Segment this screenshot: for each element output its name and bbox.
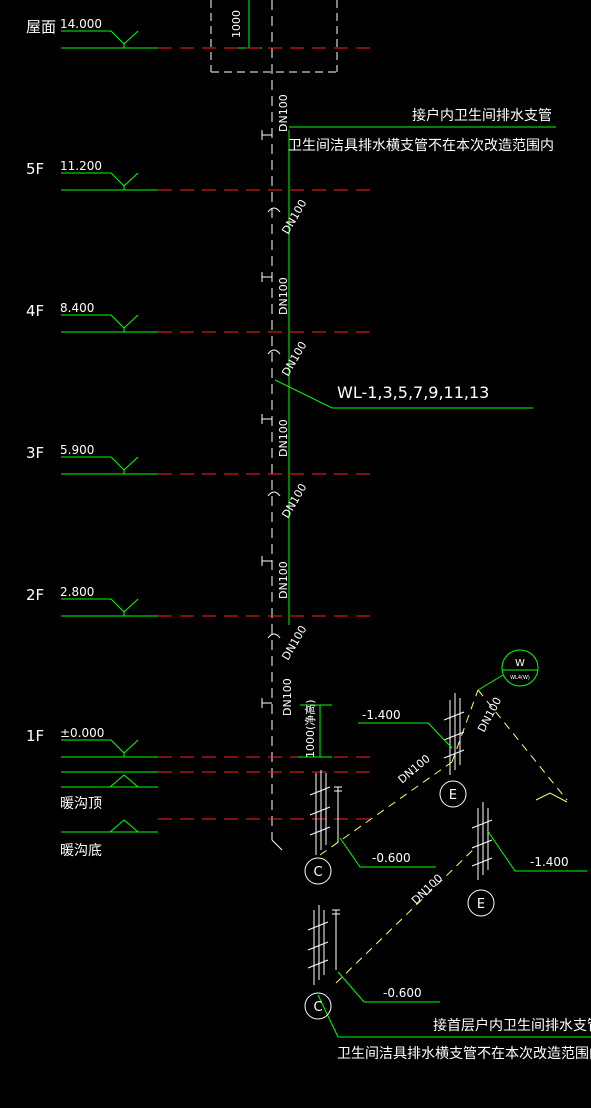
floor-name: 5F	[26, 160, 44, 178]
floor-elevation: 2.800	[60, 585, 94, 599]
floor-name: 2F	[26, 586, 44, 604]
riser-label-leader	[274, 379, 533, 409]
pipe-size-label: DN100	[279, 339, 309, 378]
w-circle-bottom: WL4(W)	[510, 675, 530, 681]
floor-level: 1F ±0.000	[26, 726, 372, 758]
c-circle-lower: C	[304, 992, 332, 1020]
pipe-size-labels: DN100 DN100 DN100 DN100 DN100 DN100 DN10…	[277, 94, 309, 716]
floor-name: 1F	[26, 727, 44, 745]
trench-top-label: 暖沟顶	[60, 796, 102, 812]
pipe-size-label: DN100	[277, 419, 290, 457]
pipe-size-label: DN100	[277, 277, 290, 315]
pipe-size-label: DN100	[279, 481, 309, 520]
svg-text:E: E	[477, 897, 485, 912]
floor-name: 3F	[26, 444, 44, 462]
note-bottom-line2: 卫生间洁具排水横支管不在本次改造范围内	[337, 1045, 591, 1062]
pipe-size-label: DN100	[281, 678, 294, 716]
floor-level: 3F 5.900	[26, 443, 372, 475]
svg-text:E: E	[449, 788, 457, 803]
ground-dimension	[298, 704, 332, 758]
floor-level: 2F 2.800	[26, 585, 372, 617]
pipe-size-label: DN100	[279, 623, 309, 662]
note-bottom-line1: 接首层户内卫生间排水支管	[433, 1017, 591, 1034]
floor-elevation: 11.200	[60, 159, 102, 173]
floor-elevation: ±0.000	[60, 726, 104, 740]
svg-text:C: C	[313, 1000, 322, 1015]
floor-elevation: 8.400	[60, 301, 94, 315]
floor-level: 5F 11.200	[26, 159, 372, 191]
w-index-circle: W WL4(W)	[477, 649, 539, 691]
floor-levels: 屋面 14.000 5F 11.200 4F 8.400 3F 5.900 2F 2.800 1F ±…	[26, 17, 372, 773]
note-top-line1: 接户内卫生间排水支管	[412, 107, 552, 124]
elev-e-right: -1.400	[530, 855, 569, 869]
riser-bottom-tick	[271, 839, 283, 851]
elevation-leaders	[317, 722, 591, 1038]
cleanout-tick	[535, 792, 568, 803]
diag-pipe-label: DN100	[396, 752, 433, 786]
w-circle-top: W	[515, 658, 525, 669]
svg-text:C: C	[313, 865, 322, 880]
pipe-bundles	[307, 693, 493, 985]
riser-label: WL-1,3,5,7,9,11,13	[337, 383, 489, 402]
floor-level: 屋面 14.000	[26, 17, 372, 49]
trench-bottom-label: 暖沟底	[60, 843, 102, 859]
e-circle-upper: E	[439, 780, 467, 808]
floor-elevation: 14.000	[60, 17, 102, 31]
floor-name: 4F	[26, 302, 44, 320]
e-circle-right: E	[467, 889, 495, 917]
pipe-size-label: DN100	[277, 94, 290, 132]
diagonal-pipes	[319, 689, 568, 984]
note-top-line2: 卫生间洁具排水横支管不在本次改造范围内	[288, 137, 554, 154]
floor-elevation: 5.900	[60, 443, 94, 457]
pipe-size-label: DN100	[279, 197, 309, 236]
diag-pipe-label: DN100	[409, 872, 445, 908]
elev-e-upper: -1.400	[362, 708, 401, 722]
branch-ticks	[261, 130, 281, 708]
elev-c-upper: -0.600	[372, 851, 411, 865]
floor-name: 屋面	[26, 18, 56, 36]
roof-dim-text: 1000	[230, 10, 243, 38]
pipe-size-label: DN100	[277, 561, 290, 599]
diag-pipe-label: DN100	[475, 695, 504, 734]
c-circle-upper: C	[304, 857, 332, 885]
trench-marks	[61, 771, 372, 833]
elev-c-lower: -0.600	[383, 986, 422, 1000]
floor-level: 4F 8.400	[26, 301, 372, 333]
ground-dim-text: 1000(净高)	[303, 699, 317, 758]
